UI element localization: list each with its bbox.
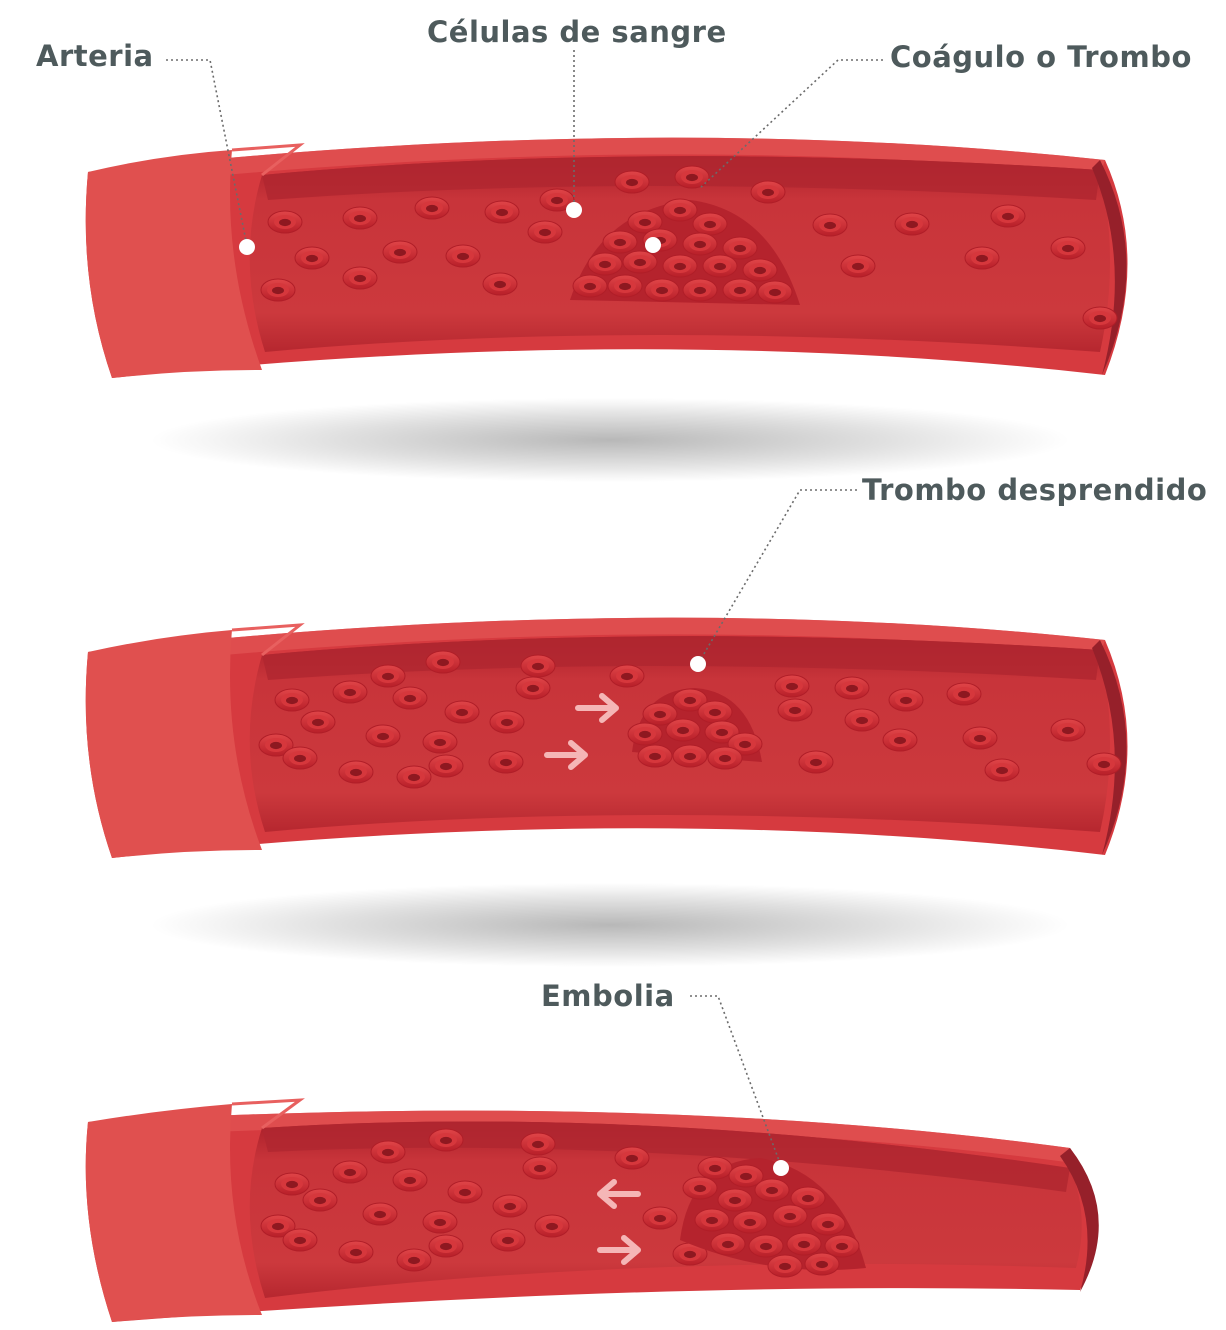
vessel-3 xyxy=(86,1100,1099,1322)
label-celulas-de-sangre: Células de sangre xyxy=(427,18,727,47)
marker-trombo-desprendido xyxy=(690,656,706,672)
shadow-2 xyxy=(150,883,1070,967)
marker-coagulo xyxy=(645,237,661,253)
marker-celulas xyxy=(566,202,582,218)
shadow-1 xyxy=(150,398,1070,482)
label-trombo-desprendido: Trombo desprendido xyxy=(862,476,1207,505)
vessel-2 xyxy=(86,618,1128,858)
marker-embolia xyxy=(773,1160,789,1176)
label-embolia: Embolia xyxy=(541,982,675,1011)
marker-arteria xyxy=(239,239,255,255)
label-arteria: Arteria xyxy=(36,42,154,71)
vessel-1 xyxy=(86,138,1128,378)
label-coagulo-o-trombo: Coágulo o Trombo xyxy=(890,43,1192,72)
